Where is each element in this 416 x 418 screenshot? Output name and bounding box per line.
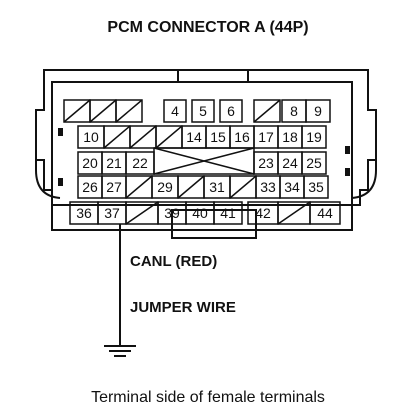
empty-cavity [125,175,153,199]
pin-row-2: 10 14 15 16 17 18 19 [77,125,327,149]
pin-36: 36 [76,205,92,221]
pin-27: 27 [106,179,122,195]
jumper-wire-label: JUMPER WIRE [130,299,236,316]
empty-cavity [155,125,183,149]
pin-row-4: 26 27 29 31 33 34 35 [77,175,329,199]
pin-10: 10 [83,129,99,145]
pin-17: 17 [258,129,274,145]
pin-24: 24 [282,155,298,171]
empty-cavity [177,175,205,199]
pin-15: 15 [210,129,226,145]
pin-row-1: 4 5 6 8 9 [63,99,331,123]
pin-26: 26 [82,179,98,195]
pin-25: 25 [306,155,322,171]
pin-9: 9 [314,103,322,119]
empty-cavity [63,99,91,123]
pin-16: 16 [234,129,250,145]
empty-cavity [277,201,311,225]
pin-22: 22 [132,155,148,171]
pin-6: 6 [227,103,235,119]
empty-cavity [103,125,131,149]
pin-row-3: 20 21 22 23 24 25 [77,147,327,175]
pin-grid: 4 5 6 8 9 10 14 15 16 [63,99,341,225]
empty-cavity [115,99,143,123]
pin-39: 39 [164,205,180,221]
pin-4: 4 [171,103,179,119]
ground-icon [104,345,136,357]
pin-37: 37 [104,205,120,221]
diagram-title: PCM CONNECTOR A (44P) [107,19,308,36]
empty-cavity [129,125,157,149]
pin-31: 31 [209,179,225,195]
pin-33: 33 [260,179,276,195]
empty-cavity [253,99,281,123]
pin-19: 19 [306,129,322,145]
pin-20: 20 [82,155,98,171]
jumper-wire [104,224,136,357]
empty-cavity [229,175,257,199]
pin-23: 23 [258,155,274,171]
connector-housing [35,69,377,239]
pin-42: 42 [255,205,271,221]
empty-cavity [89,99,117,123]
empty-cavity [125,201,159,225]
pin-18: 18 [282,129,298,145]
wire-color-label: CANL (RED) [130,253,217,270]
pin-35: 35 [308,179,324,195]
pin-14: 14 [186,129,202,145]
pin-21: 21 [106,155,122,171]
pin-8: 8 [290,103,298,119]
pin-41: 41 [220,205,236,221]
pin-34: 34 [284,179,300,195]
view-caption: Terminal side of female terminals [91,389,325,406]
pin-row-5: 36 37 39 40 41 42 44 [69,201,341,225]
pin-29: 29 [157,179,173,195]
pin-44: 44 [317,205,333,221]
pin-5: 5 [199,103,207,119]
pin-40: 40 [192,205,208,221]
